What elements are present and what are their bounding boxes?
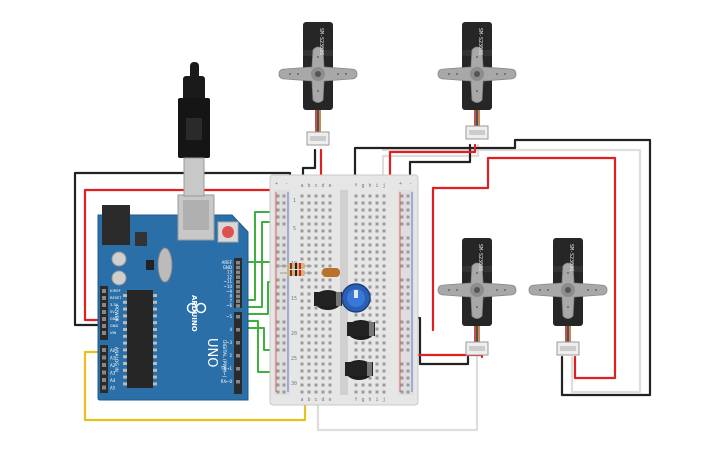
column-label-e: e — [329, 397, 332, 403]
digital-pin-label: GND — [223, 265, 232, 270]
column-label-f: f — [355, 183, 358, 189]
column-label-j: j — [383, 397, 386, 403]
wire-ground-top[interactable] — [353, 138, 652, 397]
power-pin-label: GND — [110, 324, 118, 328]
digital-header-bottom[interactable] — [234, 312, 242, 394]
digital-pin-label: 13 — [227, 270, 233, 275]
column-label-g: g — [362, 183, 365, 189]
servo-motor-1[interactable]: SM-S2309S — [278, 22, 358, 146]
column-label-i: i — [376, 183, 379, 189]
servo-motor-3[interactable]: SM-S2309S — [437, 238, 517, 356]
digital-pin-label: ~6 — [226, 303, 232, 308]
digital-pin-label: ~9 — [226, 289, 232, 294]
arduino-brand: ARDUINO — [190, 295, 198, 332]
row-label-5: 5 — [293, 226, 296, 232]
wire-white-1[interactable] — [381, 148, 642, 394]
servo-model-label: SM-S2309S — [318, 28, 324, 55]
digital-pin-label: 7 — [229, 298, 232, 303]
column-label-f: f — [355, 397, 358, 403]
column-label-d: d — [322, 183, 325, 189]
power-pin-label: GND — [110, 317, 118, 321]
analog-pin-label: A0 — [110, 348, 116, 353]
analog-pin-label: A1 — [110, 356, 116, 361]
power-header-label: POWER — [113, 305, 119, 322]
row-label-25: 25 — [291, 356, 297, 362]
rail-minus-label: - — [285, 181, 288, 187]
digital-pin-label: 8 — [229, 294, 232, 299]
analog-pin-label: A5 — [110, 386, 116, 391]
power-pin-label: VIN — [110, 331, 117, 335]
column-label-d: d — [322, 397, 325, 403]
power-pin-labels: IOREF RESET 3.3V 5V GND GND VIN — [110, 289, 122, 335]
analog-pin-label: A4 — [110, 378, 116, 383]
potentiometer-icon[interactable] — [341, 283, 371, 313]
digital-pin-label: ~5 — [226, 314, 232, 319]
usb-cable-icon[interactable] — [178, 62, 210, 197]
column-label-c: c — [315, 183, 318, 189]
digital-pin-label: 2 — [229, 353, 232, 358]
column-label-e: e — [329, 183, 332, 189]
servo-motor-4[interactable]: SM-S2309S — [528, 238, 608, 356]
column-label-i: i — [376, 397, 379, 403]
servo-motor-2[interactable]: SM-S2309S — [437, 22, 517, 140]
digital-pin-label: ~11 — [224, 279, 233, 284]
digital-pin-label: RX←0 — [221, 379, 233, 384]
wire-power-servo4[interactable] — [431, 156, 617, 380]
power-pin-label: IOREF — [110, 289, 121, 293]
analog-header[interactable] — [100, 345, 108, 393]
row-label-30: 30 — [291, 381, 297, 387]
rail-plus-label: + — [275, 181, 278, 187]
arduino-model: UNO — [204, 338, 219, 367]
column-label-g: g — [362, 397, 365, 403]
power-pin-label: 5V — [110, 310, 115, 314]
power-pin-label: 3.3V — [110, 303, 119, 307]
rail-minus-label-right: - — [409, 181, 412, 187]
column-label-h: h — [369, 397, 372, 403]
digital-pin-label: AREF — [222, 260, 233, 265]
column-label-c: c — [315, 397, 318, 403]
resistors[interactable] — [280, 263, 340, 277]
servo-model-label: SM-S2309S — [477, 244, 483, 271]
chip-pins — [123, 294, 157, 386]
row-label-15: 15 — [291, 296, 297, 302]
column-label-a: a — [301, 183, 304, 189]
analog-header-label: ANALOG IN — [113, 347, 119, 372]
analog-pin-label: A3 — [110, 371, 116, 376]
column-label-b: b — [308, 183, 311, 189]
digital-pin-label: 12 — [227, 274, 233, 279]
arduino-logo-icon — [186, 302, 207, 314]
column-label-h: h — [369, 183, 372, 189]
digital-pin-label: ~10 — [224, 284, 233, 289]
digital-pin-label: ~3 — [226, 340, 232, 345]
rail-plus-label-right: + — [399, 181, 402, 187]
ceramic-capacitor[interactable] — [322, 268, 340, 277]
row-label-20: 20 — [291, 331, 297, 337]
column-label-a: a — [301, 397, 304, 403]
digital-header-label: DIGITAL (PWM~) — [221, 340, 227, 378]
microcontroller-chip — [127, 290, 153, 388]
header-pins — [102, 261, 240, 390]
digital-pin-label: 4 — [229, 327, 232, 332]
column-label-j: j — [383, 183, 386, 189]
capacitor-icon[interactable] — [314, 290, 375, 380]
row-label-1: 1 — [293, 198, 296, 204]
reset-button[interactable] — [222, 226, 234, 238]
power-pin-label: RESET — [110, 296, 122, 300]
digital-pin-label: TX→1 — [220, 366, 233, 371]
wire-white-3[interactable] — [381, 143, 480, 177]
servo-model-label: SM-S2309S — [568, 244, 574, 271]
analog-pin-label: A2 — [110, 363, 116, 368]
servo-model-label: SM-S2309S — [477, 28, 483, 55]
column-label-b: b — [308, 397, 311, 403]
servos: SM-S2309S SM-S2309S SM-S2309S SM-S2309S — [278, 22, 608, 356]
